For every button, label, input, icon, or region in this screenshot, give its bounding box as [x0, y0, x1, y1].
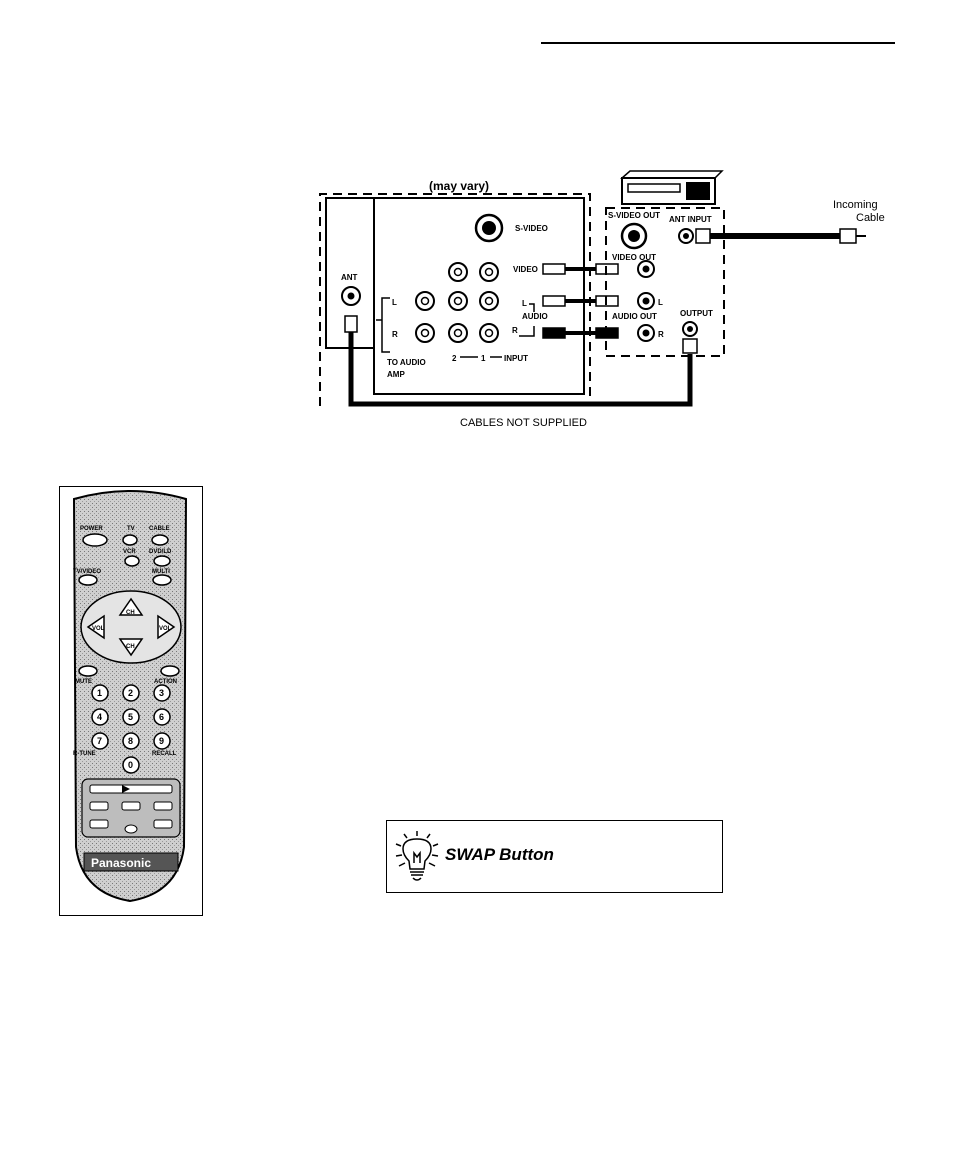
svg-text:TV: TV — [127, 526, 135, 532]
svg-text:CABLE: CABLE — [149, 526, 170, 532]
s-video-label: S-VIDEO — [515, 224, 548, 233]
svg-text:R: R — [392, 330, 398, 339]
svg-text:8: 8 — [128, 736, 133, 746]
svg-text:ANT INPUT: ANT INPUT — [669, 215, 712, 224]
svg-text:1: 1 — [97, 688, 102, 698]
svg-text:L: L — [392, 298, 397, 307]
top-rule — [541, 42, 895, 44]
connection-diagram: (may vary) ANT S-VIDEO L R TO AUDIO AMP … — [300, 170, 900, 440]
svg-text:2: 2 — [128, 688, 133, 698]
ant-connector — [345, 316, 357, 332]
svg-text:TV/VIDEO: TV/VIDEO — [73, 569, 101, 575]
svg-text:S-VIDEO OUT: S-VIDEO OUT — [608, 211, 660, 220]
svg-text:VIDEO: VIDEO — [513, 265, 538, 274]
vcr-icon — [622, 171, 722, 204]
svg-text:MULTI: MULTI — [152, 569, 170, 575]
svg-text:VIDEO OUT: VIDEO OUT — [612, 253, 656, 262]
svg-text:OUTPUT: OUTPUT — [680, 309, 713, 318]
svg-text:2: 2 — [452, 354, 457, 363]
svg-text:DVD/LD: DVD/LD — [149, 549, 172, 555]
svg-text:9: 9 — [159, 736, 164, 746]
svg-text:MUTE: MUTE — [75, 679, 92, 685]
svg-text:3: 3 — [159, 688, 164, 698]
svg-text:AUDIO: AUDIO — [522, 312, 548, 321]
svg-text:ACTION: ACTION — [154, 679, 177, 685]
svg-text:VOL: VOL — [92, 626, 105, 632]
svg-text:RECALL: RECALL — [152, 751, 177, 757]
svg-text:6: 6 — [159, 712, 164, 722]
svg-text:R: R — [512, 326, 518, 335]
may-vary-label: (may vary) — [429, 179, 489, 193]
incoming-cable-label: Incoming — [833, 199, 878, 211]
svg-text:VOL: VOL — [159, 626, 172, 632]
tip-title: SWAP Button — [445, 845, 554, 865]
svg-text:VCR: VCR — [123, 549, 136, 555]
svg-text:5: 5 — [128, 712, 133, 722]
svg-text:1: 1 — [481, 354, 486, 363]
svg-text:0: 0 — [128, 760, 133, 770]
input-jacks — [416, 263, 498, 342]
svg-text:R-TUNE: R-TUNE — [73, 751, 96, 757]
svg-text:CH: CH — [126, 644, 135, 650]
svg-text:AMP: AMP — [387, 370, 405, 379]
svg-text:L: L — [658, 298, 663, 307]
remote-brand: Panasonic — [91, 856, 151, 870]
svg-text:4: 4 — [97, 712, 102, 722]
svg-text:POWER: POWER — [80, 526, 103, 532]
svg-text:R: R — [658, 330, 664, 339]
svg-text:AUDIO OUT: AUDIO OUT — [612, 312, 657, 321]
remote-figure: POWER TV CABLE VCR DVD/LD TV/VIDEO MULTI… — [59, 486, 203, 916]
ant-label: ANT — [341, 273, 358, 282]
cables-not-supplied-label: CABLES NOT SUPPLIED — [460, 417, 587, 429]
tip-box: SWAP Button — [386, 820, 723, 893]
lightbulb-icon — [395, 831, 439, 885]
to-audio-amp-label: TO AUDIO — [387, 358, 426, 367]
remote-control: POWER TV CABLE VCR DVD/LD TV/VIDEO MULTI… — [60, 487, 201, 914]
svg-text:CH: CH — [126, 610, 135, 616]
svg-text:Cable: Cable — [856, 212, 885, 224]
input-label: INPUT — [504, 354, 528, 363]
svg-text:7: 7 — [97, 736, 102, 746]
svg-text:L: L — [522, 299, 527, 308]
